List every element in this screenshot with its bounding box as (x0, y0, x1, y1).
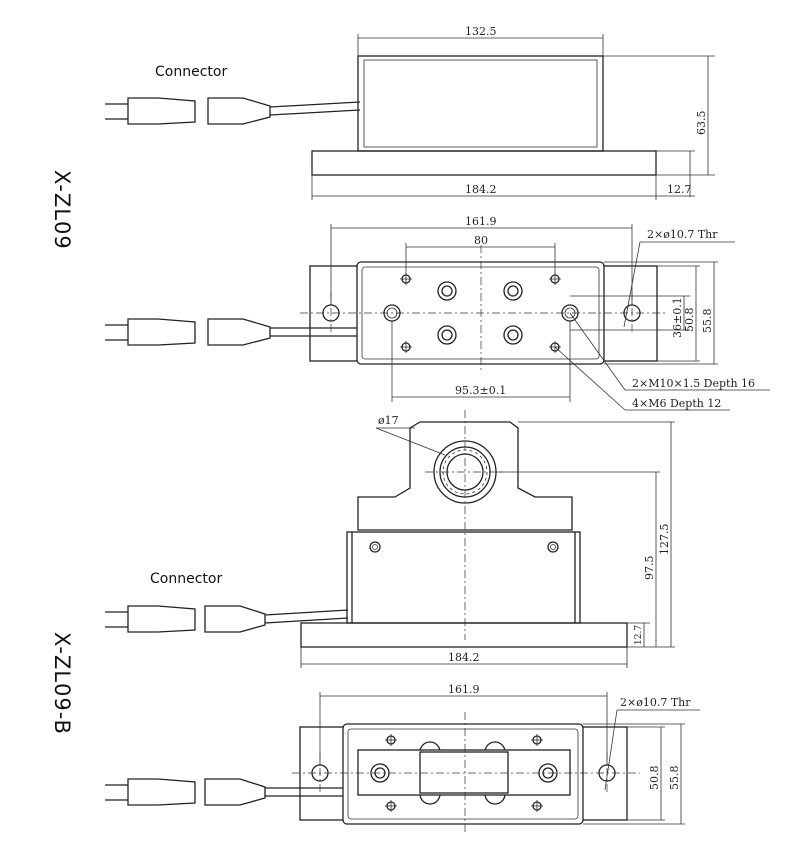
bracket-foot (357, 749, 571, 796)
base-plate-b (300, 622, 628, 648)
cable-1 (105, 97, 361, 125)
callout-v2-m10: 2×M10×1.5 Depth 16 (632, 377, 755, 390)
dim-v2-span: 161.9 (465, 215, 497, 228)
cable-3 (105, 605, 349, 633)
callout-v2-m6: 4×M6 Depth 12 (632, 397, 721, 410)
dim-v2-508: 50.8 (683, 308, 696, 333)
cable-2 (105, 318, 358, 346)
dim-v1-base: 184.2 (465, 183, 497, 196)
model-label-zl09: X-ZL09 (50, 170, 74, 250)
dim-v4-span: 161.9 (448, 683, 480, 696)
view-zl09-top: 161.9 80 2×ø10.7 Thr 36±0.1 50.8 55.8 95… (105, 215, 770, 411)
dim-v2-36: 36±0.1 (671, 297, 684, 338)
dim-v2-953: 95.3±0.1 (455, 384, 506, 397)
dim-v1-height: 63.5 (695, 111, 708, 136)
dim-v1-thk: 12.7 (667, 183, 692, 196)
load-cell-body-b (346, 531, 581, 624)
view-zl09b-top: 161.9 2×ø10.7 Thr 50.8 55.8 (105, 683, 700, 835)
mounting-bracket (357, 421, 573, 531)
dim-v3-975: 97.5 (643, 556, 656, 581)
dim-v4-558: 55.8 (668, 766, 681, 791)
connector-label-2: Connector (150, 571, 222, 587)
cable-4 (105, 778, 348, 806)
dim-v3-base: 184.2 (448, 651, 480, 664)
model-label-zl09b: X-ZL09-B (50, 632, 74, 735)
dim-v3-1275: 127.5 (658, 524, 671, 556)
callout-v2-hole: 2×ø10.7 Thr (647, 228, 718, 241)
connector-label-1: Connector (155, 64, 227, 80)
view-zl09b-side: ø17 127.5 97.5 12.7 184.2 Connector (105, 410, 675, 668)
dim-v1-width: 132.5 (465, 25, 497, 38)
dim-v4-508: 50.8 (648, 766, 661, 791)
dim-v3-thk: 12.7 (634, 625, 644, 645)
dim-v2-558: 55.8 (701, 309, 714, 334)
load-cell-body (357, 55, 604, 152)
view-zl09-side: 132.5 63.5 184.2 12.7 Connector (105, 25, 715, 200)
dim-v3-dia: ø17 (378, 414, 399, 427)
dim-v2-center: 80 (474, 234, 488, 247)
base-plate (311, 150, 657, 176)
callout-v4-hole: 2×ø10.7 Thr (620, 696, 691, 709)
